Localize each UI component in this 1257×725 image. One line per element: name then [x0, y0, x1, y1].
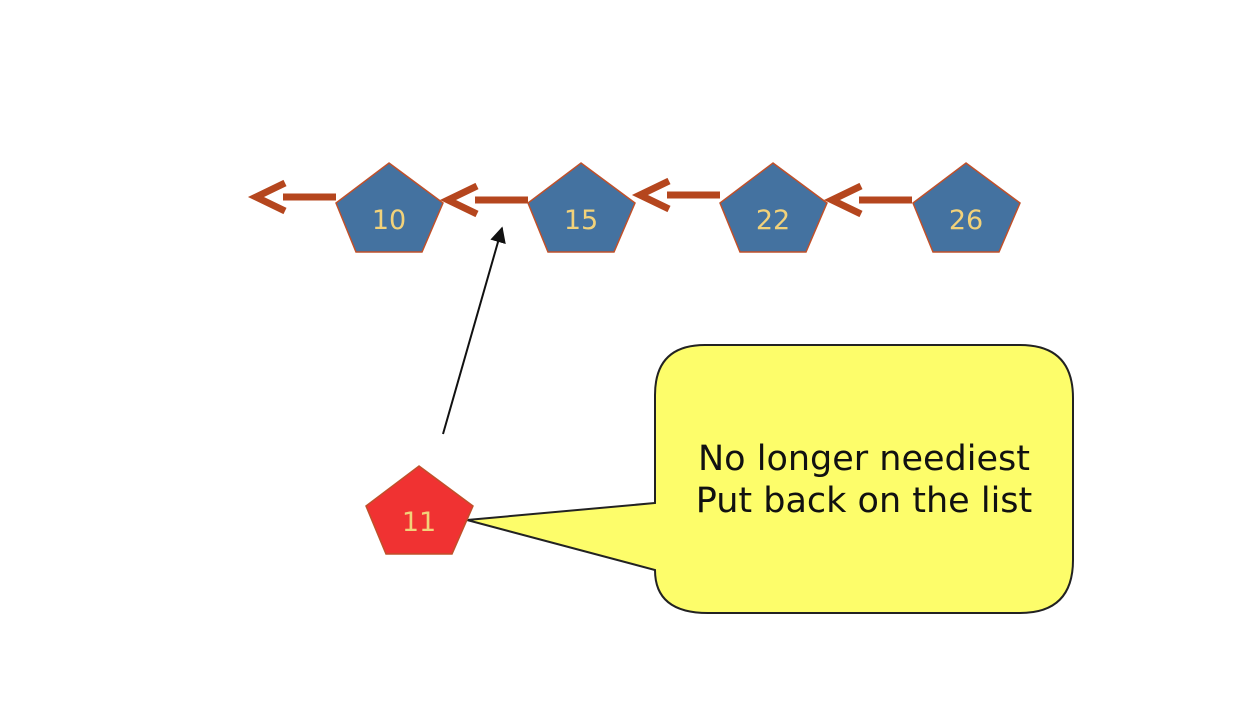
list-node: 22	[719, 162, 828, 253]
link-arrow	[247, 179, 336, 215]
link-arrow	[631, 177, 720, 213]
insert-pointer-arrow	[442, 226, 506, 435]
node-label: 22	[756, 205, 790, 236]
node-label: 15	[564, 205, 598, 236]
node-label: 10	[372, 205, 406, 236]
node-label: 11	[402, 507, 436, 538]
list-node: 15	[527, 162, 636, 253]
node-label: 26	[949, 205, 983, 236]
detached-node: 11	[365, 465, 474, 555]
speech-callout	[466, 344, 1074, 614]
list-node: 10	[335, 162, 444, 253]
list-node: 26	[912, 162, 1021, 253]
callout-line-1: No longer neediest	[698, 439, 1030, 479]
link-arrow	[439, 182, 528, 218]
callout-line-2: Put back on the list	[696, 481, 1033, 521]
link-arrow	[823, 182, 912, 218]
